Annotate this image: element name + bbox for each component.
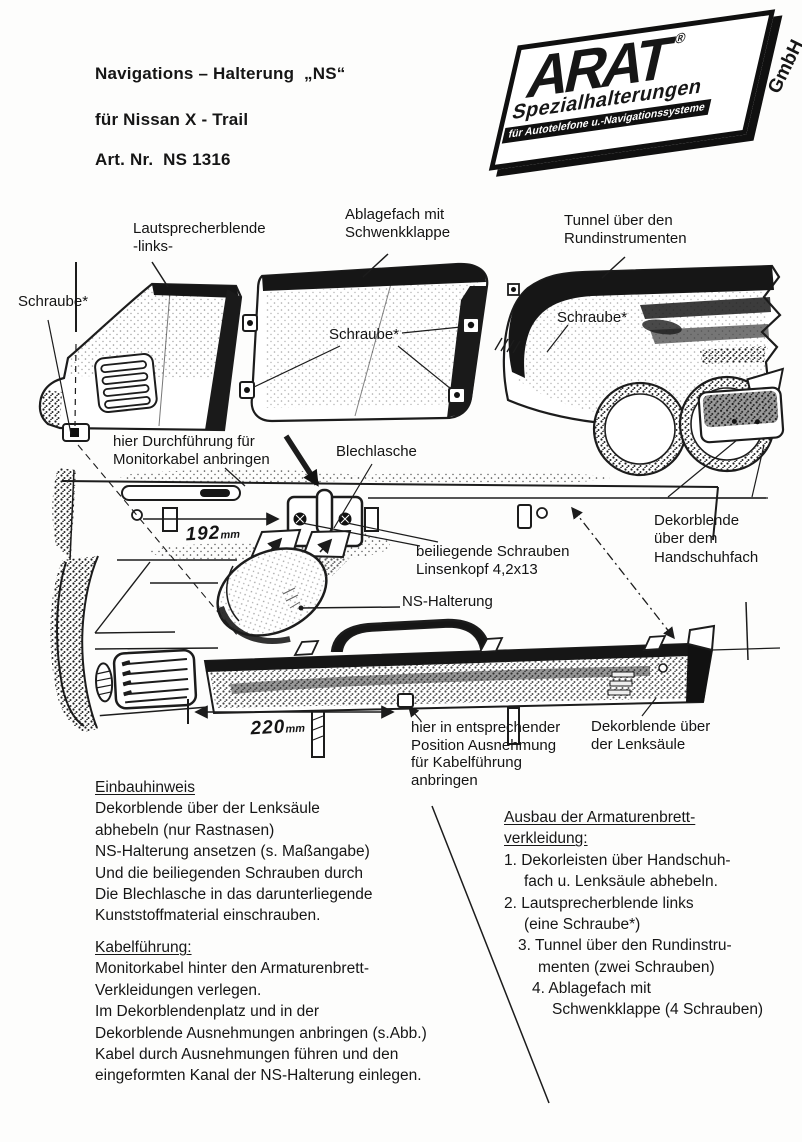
einbauhinweis-heading: Einbauhinweis [95, 779, 195, 796]
label-screw-left: Schraube* [18, 293, 89, 310]
doc-title-line3: Art. Nr. NS 1316 [95, 150, 231, 169]
list-item-line2: menten (zwei Schrauben) [538, 958, 715, 976]
list-item-line1: 1. Dekorleisten über Handschuh- [504, 851, 731, 869]
label-screw-mid: Schraube* [329, 326, 400, 343]
doc-title-line1: Navigations – Halterung „NS“ [95, 64, 346, 83]
text-line: Kabel durch Ausnehmungen führen und den [95, 1045, 399, 1063]
section-ausbau: Ausbau der Armaturenbrett- verkleidung: … [504, 807, 799, 1021]
label-cable-feedthrough: hier Durchführung für Monitorkabel anbri… [113, 433, 270, 469]
section-kabelfuehrung: Kabelführung: Monitorkabel hinter den Ar… [95, 937, 440, 1087]
list-item: 3. Tunnel über den Rundinstru- menten (z… [518, 935, 799, 978]
text-line: Die Blechlasche in das darunterliegende [95, 885, 373, 903]
text-line: NS-Halterung ansetzen (s. Maßangabe) [95, 843, 370, 861]
kabelfuehrung-heading: Kabelführung: [95, 939, 192, 956]
dimension-192-value: 192 [185, 522, 221, 546]
label-screw-right: Schraube* [557, 309, 628, 326]
text-line: Verkleidungen verlegen. [95, 981, 262, 999]
label-column-trim: Dekorblende über der Lenksäule [591, 718, 711, 754]
doc-title-line2: für Nissan X - Trail [95, 110, 249, 129]
label-cutout-note: hier in entsprechender Position Ausnehmu… [411, 719, 561, 790]
text-line: Dekorblende über der Lenksäule [95, 800, 320, 818]
text-line: Und die beiliegenden Schrauben durch [95, 864, 364, 882]
text-line: Monitorkabel hinter den Armaturenbrett- [95, 960, 369, 978]
vent-grille [95, 648, 207, 717]
label-speaker-trim: Lautsprecherblende -links- [133, 220, 266, 256]
text-line: eingeformten Kanal der NS-Halterung einl… [95, 1067, 422, 1085]
label-storage-compartment: Ablagefach mit Schwenkklappe [345, 206, 451, 242]
label-instrument-tunnel: Tunnel über den Rundinstrumenten [564, 212, 687, 248]
text-line: Im Dekorblendenplatz und in der [95, 1003, 320, 1021]
label-included-screws: beiliegende Schrauben Linsenkopf 4,2x13 [416, 543, 570, 579]
list-item-line2: Schwenkklappe (4 Schrauben) [552, 1001, 764, 1019]
list-item-line1: 3. Tunnel über den Rundinstru- [518, 937, 732, 955]
dash-left-side [50, 555, 99, 732]
dimension-220-value: 220 [250, 716, 286, 740]
label-ns-mount: NS-Halterung [402, 593, 493, 610]
list-item-line2: (eine Schraube*) [524, 915, 641, 933]
list-item: 2. Lautsprecherblende links (eine Schrau… [504, 893, 799, 936]
list-item-line2: fach u. Lenksäule abhebeln. [524, 873, 718, 891]
list-item-line1: 4. Ablagefach mit [532, 980, 651, 997]
dimension-220-unit: mm [285, 722, 306, 736]
list-item-line1: 2. Lautsprecherblende links [504, 894, 694, 912]
text-line: Kunststoffmaterial einschrauben. [95, 907, 321, 925]
steering-column-trim [203, 601, 781, 758]
left-speaker-trim [38, 282, 243, 442]
ns-bracket [216, 528, 352, 644]
text-line: abhebeln (nur Rastnasen) [95, 821, 275, 839]
dimension-220mm: 220mm [249, 692, 306, 741]
label-glovebox-trim: Dekorblende über dem Handschuhfach [654, 512, 759, 566]
list-item: 4. Ablagefach mit Schwenkklappe (4 Schra… [532, 978, 799, 1021]
label-metal-tab: Blechlasche [336, 443, 417, 460]
ausbau-heading-line1: Ausbau der Armaturenbrett- [504, 809, 696, 826]
storage-lid [239, 262, 489, 423]
list-item: 1. Dekorleisten über Handschuh- fach u. … [504, 850, 799, 893]
dimension-192-unit: mm [220, 528, 241, 542]
leader-lines [47, 253, 768, 1104]
text-line: Dekorblende Ausnehmungen anbringen (s.Ab… [95, 1024, 427, 1042]
section-einbauhinweis: Einbauhinweis Dekorblende über der Lenks… [95, 777, 425, 927]
glovebox-trim-piece [697, 367, 785, 444]
dimension-192mm: 192mm [184, 498, 241, 547]
ausbau-heading-line2: verkleidung: [504, 830, 588, 848]
